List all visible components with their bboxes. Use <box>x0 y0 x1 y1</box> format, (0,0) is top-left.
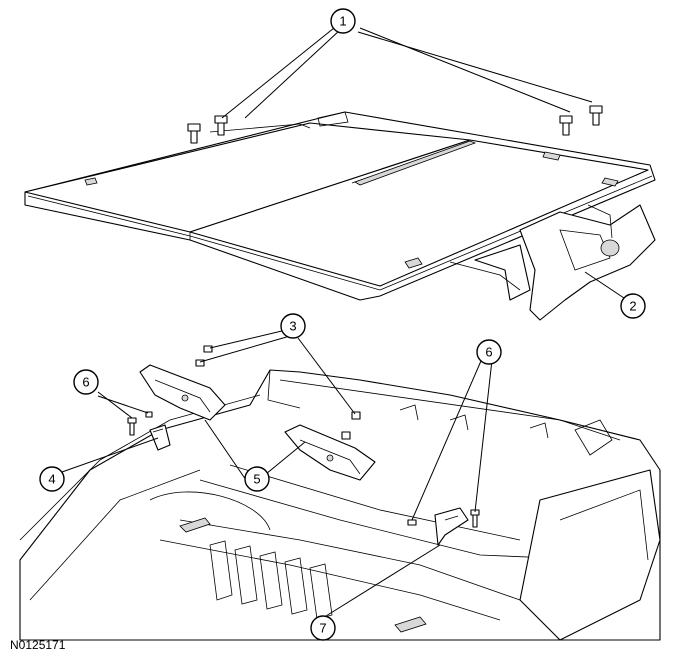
svg-text:1: 1 <box>339 14 346 29</box>
nut-3c <box>351 411 361 420</box>
hinge-bracket-left <box>139 364 226 421</box>
svg-text:4: 4 <box>48 472 55 487</box>
load-floor-panel <box>24 111 656 321</box>
svg-text:2: 2 <box>629 299 636 314</box>
callout-6-left: 6 <box>73 369 99 395</box>
nut-3b <box>195 359 205 367</box>
bolt-upper-1 <box>187 123 201 144</box>
nut-3a <box>203 345 213 353</box>
callout-4: 4 <box>39 466 65 492</box>
callout-3: 3 <box>280 313 306 339</box>
callout-7: 7 <box>310 615 336 641</box>
callout-5: 5 <box>244 466 270 492</box>
nut-3d <box>341 431 351 440</box>
svg-text:6: 6 <box>485 345 492 360</box>
figure-code: N0125171 <box>10 638 66 652</box>
bolt-upper-3 <box>559 115 573 136</box>
svg-text:5: 5 <box>253 472 260 487</box>
callout-2: 2 <box>620 293 646 319</box>
striker-7 <box>434 507 469 546</box>
svg-text:6: 6 <box>82 375 89 390</box>
vehicle-floor-pan <box>19 369 661 641</box>
bolt-6-right <box>407 509 480 528</box>
svg-text:7: 7 <box>319 621 326 636</box>
hinge-bracket-right <box>284 424 376 481</box>
bolt-upper-4 <box>589 105 603 126</box>
striker-4 <box>149 424 171 451</box>
callout-1: 1 <box>330 8 356 34</box>
callout-6-right: 6 <box>476 339 502 365</box>
bolt-6-left <box>127 411 153 436</box>
svg-text:3: 3 <box>289 319 296 334</box>
bolt-upper-2 <box>214 115 228 136</box>
